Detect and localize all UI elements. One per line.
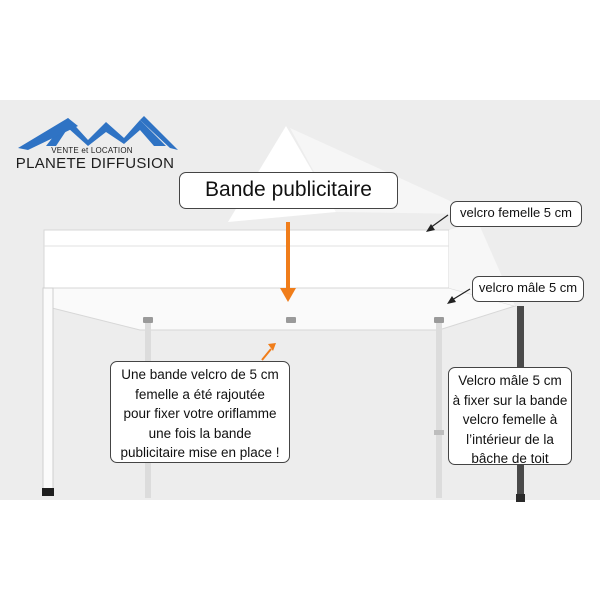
small-orange-arrow-head	[268, 343, 276, 351]
left-note-line: publicitaire mise en place !	[120, 445, 280, 460]
right-note-line: à fixer sur la bande	[452, 392, 568, 408]
left-note-line: Une bande velcro de 5 cm	[121, 367, 279, 382]
brand-logo: VENTE et LOCATION PLANETE DIFFUSION	[8, 110, 178, 176]
femelle-pointer-head	[426, 224, 435, 232]
left-note-line: une fois la bande	[148, 425, 252, 441]
title-callout: Bande publicitaire	[179, 172, 398, 209]
right-note-callout: Velcro mâle 5 cm à fixer sur la bande ve…	[448, 367, 572, 466]
left-note-line: pour fixer votre oriflamme	[123, 406, 277, 421]
front-left-pole	[42, 287, 54, 491]
velcro-tab-center	[286, 317, 296, 323]
logo-main-text: PLANETE DIFFUSION	[15, 155, 175, 172]
male-pointer-line	[451, 288, 471, 301]
front-left-pole-foot	[42, 488, 54, 496]
logo-small-text: VENTE et LOCATION	[51, 146, 133, 155]
inner-right-pole	[436, 320, 442, 498]
advertising-band	[43, 229, 450, 289]
roof-edge	[43, 287, 517, 331]
right-note-line: l’intérieur de la	[466, 431, 554, 447]
rear-pole-foot	[516, 494, 525, 502]
small-orange-arrow-shaft	[261, 348, 272, 361]
velcro-male-callout: velcro mâle 5 cm	[472, 276, 584, 302]
right-note-line: Velcro mâle 5 cm	[458, 373, 562, 388]
orange-arrow-head	[280, 288, 296, 302]
inner-right-pole-latch	[434, 430, 444, 435]
mountain-peaks-icon	[18, 116, 178, 150]
velcro-femelle-callout: velcro femelle 5 cm	[450, 201, 582, 227]
velcro-tab-left	[143, 317, 153, 323]
left-note-callout: Une bande velcro de 5 cm femelle a été r…	[110, 361, 290, 463]
right-note-line: velcro femelle à	[462, 412, 558, 427]
femelle-pointer-line	[429, 214, 449, 229]
right-note-line: bâche de toit	[471, 451, 549, 466]
male-pointer-head	[447, 296, 456, 304]
left-note-line: femelle a été rajoutée	[135, 386, 265, 402]
velcro-tab-right	[434, 317, 444, 323]
